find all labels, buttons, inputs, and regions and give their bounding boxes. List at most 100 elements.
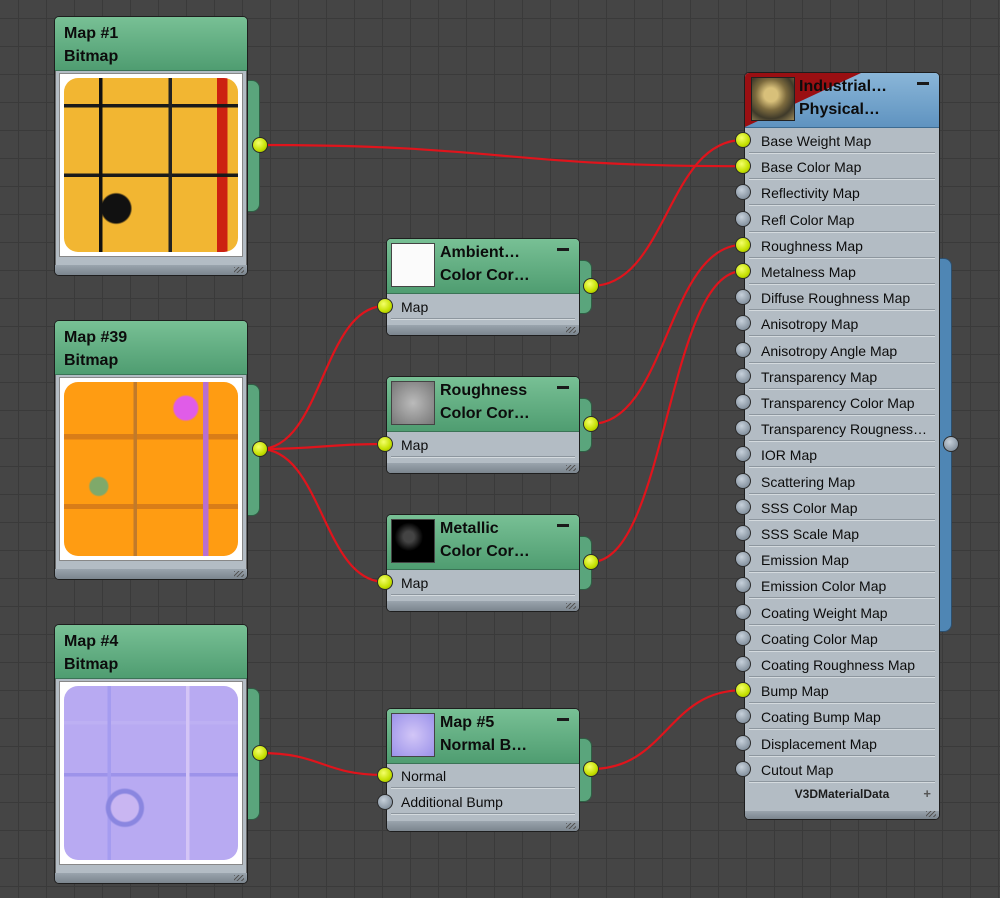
collapse-icon[interactable]: [557, 248, 569, 251]
material-slot[interactable]: Anisotropy Map: [745, 311, 939, 338]
material-slot[interactable]: Coating Bump Map: [745, 704, 939, 731]
material-slot-socket[interactable]: [735, 472, 751, 489]
texture-thumbnail: [391, 713, 435, 757]
material-slot-socket[interactable]: [735, 656, 751, 672]
normal-input-socket[interactable]: [377, 767, 393, 783]
material-slot[interactable]: Cutout Map: [745, 757, 939, 783]
node-subtitle: Color Cor…: [440, 405, 530, 422]
input-slot-label: Map: [401, 575, 429, 591]
material-slot-label: Transparency Rougness…: [761, 421, 928, 438]
material-slot-label: Emission Color Map: [761, 578, 887, 595]
expand-plus-icon[interactable]: +: [923, 786, 931, 801]
collapse-icon[interactable]: [557, 524, 569, 527]
input-slot-additional-bump[interactable]: Additional Bump: [387, 789, 579, 815]
material-slot-socket[interactable]: [735, 263, 751, 279]
material-slot[interactable]: Coating Roughness Map: [745, 652, 939, 678]
material-slot[interactable]: Transparency Map: [745, 364, 939, 390]
material-slot-socket[interactable]: [735, 236, 751, 253]
material-thumbnail: [751, 77, 795, 121]
map1-output-socket[interactable]: [252, 137, 268, 153]
map4-output-socket[interactable]: [252, 745, 268, 761]
bitmap-node-header[interactable]: Map #1 Bitmap: [55, 17, 247, 71]
material-slot[interactable]: Metalness Map: [745, 259, 939, 285]
bitmap-node-map4[interactable]: Map #4 Bitmap: [54, 624, 248, 884]
wire-map39-to-roughness: [259, 442, 386, 451]
material-node-header[interactable]: Industrial… Physical…: [745, 73, 939, 128]
color-correction-node-roughness[interactable]: Roughness Color Cor… Map: [386, 376, 580, 474]
ambient-input-socket[interactable]: [377, 298, 393, 314]
bitmap-node-map1[interactable]: Map #1 Bitmap: [54, 16, 248, 276]
collapse-icon[interactable]: [917, 82, 929, 85]
input-slot[interactable]: Map: [387, 294, 579, 320]
ambient-output-socket[interactable]: [583, 278, 599, 294]
collapse-icon[interactable]: [557, 386, 569, 389]
color-correction-node-metallic[interactable]: Metallic Color Cor… Map: [386, 514, 580, 612]
material-footer[interactable]: V3DMaterialData +: [745, 785, 939, 803]
material-slot-label: Base Weight Map: [761, 133, 872, 149]
material-slot[interactable]: Bump Map: [745, 678, 939, 705]
roughness-input-socket[interactable]: [377, 436, 393, 452]
node-title: Ambient…: [440, 244, 520, 261]
material-slot[interactable]: Diffuse Roughness Map: [745, 285, 939, 312]
material-slot[interactable]: Emission Color Map: [745, 573, 939, 600]
material-slot-socket[interactable]: [735, 734, 751, 751]
input-slot[interactable]: Map: [387, 432, 579, 458]
material-slot[interactable]: Coating Weight Map: [745, 600, 939, 626]
material-slot-label: Emission Map: [761, 552, 849, 569]
material-slot-socket[interactable]: [735, 603, 751, 620]
material-slot-label: Anisotropy Angle Map: [761, 342, 898, 359]
input-slot[interactable]: Map: [387, 570, 579, 596]
material-slot-socket[interactable]: [735, 629, 751, 646]
node-header[interactable]: Ambient… Color Cor…: [387, 239, 579, 294]
material-slot[interactable]: Scattering Map: [745, 469, 939, 495]
wire-map4-to-normal: [259, 751, 386, 777]
material-slot-socket[interactable]: [735, 367, 751, 384]
bitmap-node-map39[interactable]: Map #39 Bitmap: [54, 320, 248, 580]
input-slot-normal[interactable]: Normal: [387, 763, 579, 789]
material-slot[interactable]: IOR Map: [745, 442, 939, 469]
map39-output-socket[interactable]: [252, 441, 268, 457]
material-slot-label: SSS Scale Map: [761, 526, 860, 542]
node-title: Map #5: [440, 714, 495, 731]
material-output-socket[interactable]: [943, 436, 959, 452]
material-slot[interactable]: Transparency Color Map: [745, 390, 939, 416]
material-slot-label: Anisotropy Map: [761, 316, 859, 333]
input-slot-label: Map: [401, 437, 429, 453]
material-slot[interactable]: Base Weight Map: [745, 128, 939, 154]
metallic-input-socket[interactable]: [377, 574, 393, 590]
metallic-output-socket[interactable]: [583, 554, 599, 570]
node-header[interactable]: Map #5 Normal B…: [387, 709, 579, 764]
material-slot-socket[interactable]: [735, 394, 751, 410]
node-header[interactable]: Roughness Color Cor…: [387, 377, 579, 432]
material-slot[interactable]: Base Color Map: [745, 154, 939, 181]
node-header[interactable]: Metallic Color Cor…: [387, 515, 579, 570]
color-correction-node-ambient[interactable]: Ambient… Color Cor… Map: [386, 238, 580, 336]
material-slot-socket[interactable]: [735, 577, 751, 594]
collapse-icon[interactable]: [557, 718, 569, 721]
material-slot[interactable]: Refl Color Map: [745, 207, 939, 233]
material-slot-socket[interactable]: [735, 525, 751, 541]
additional-bump-input-socket[interactable]: [377, 794, 393, 810]
material-slot-socket[interactable]: [735, 210, 751, 227]
material-slot-socket[interactable]: [735, 341, 751, 358]
bitmap-node-header[interactable]: Map #4 Bitmap: [55, 625, 247, 679]
bitmap-node-header[interactable]: Map #39 Bitmap: [55, 321, 247, 375]
normal-bump-node[interactable]: Map #5 Normal B… Normal Additional Bump: [386, 708, 580, 832]
material-slot-label: Coating Weight Map: [761, 604, 888, 621]
material-slot[interactable]: Transparency Rougness…: [745, 416, 939, 443]
material-slot[interactable]: SSS Scale Map: [745, 521, 939, 547]
material-slot-socket[interactable]: [735, 132, 751, 148]
material-slot[interactable]: Displacement Map: [745, 731, 939, 757]
node-subtitle: Bitmap: [64, 48, 119, 65]
material-slot[interactable]: Reflectivity Map: [745, 180, 939, 207]
normal-bump-output-socket[interactable]: [583, 761, 599, 777]
material-slot[interactable]: SSS Color Map: [745, 495, 939, 521]
material-slot[interactable]: Emission Map: [745, 547, 939, 574]
material-slot[interactable]: Roughness Map: [745, 233, 939, 259]
material-slot-socket[interactable]: [735, 498, 751, 515]
material-slot-socket[interactable]: [735, 760, 751, 777]
material-slot[interactable]: Coating Color Map: [745, 626, 939, 652]
material-slot[interactable]: Anisotropy Angle Map: [745, 338, 939, 364]
roughness-output-socket[interactable]: [583, 416, 599, 432]
